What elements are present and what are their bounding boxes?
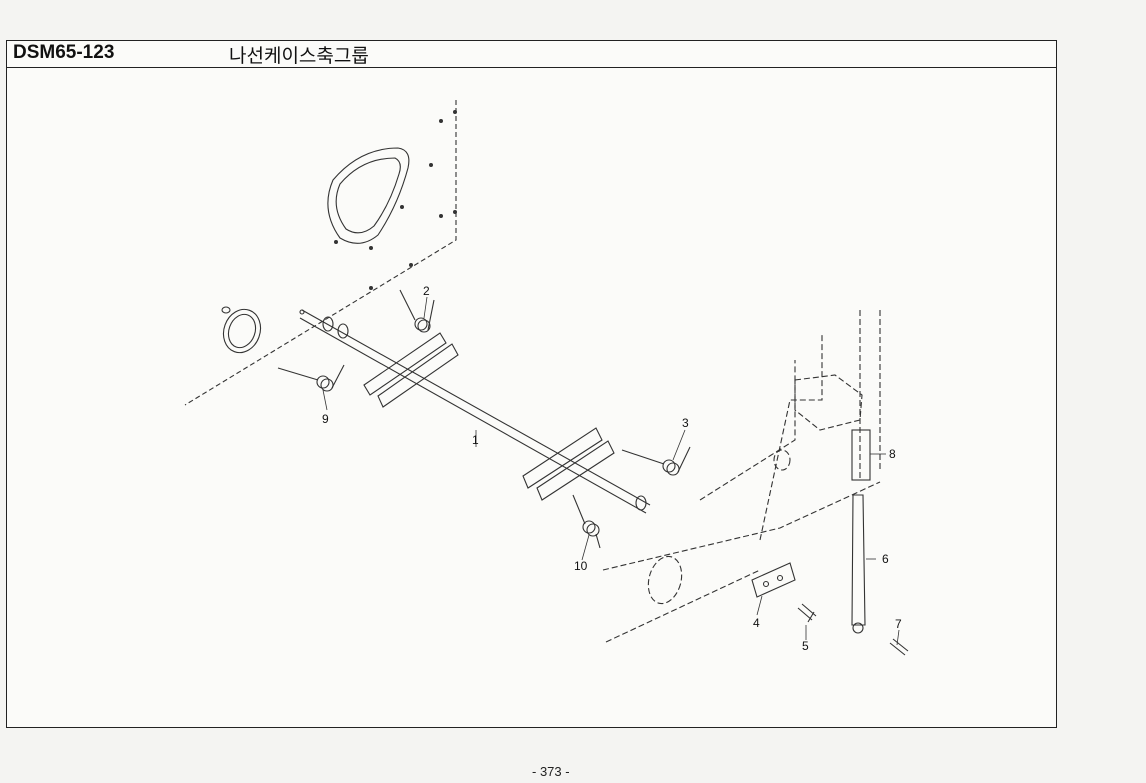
page-title: 나선케이스축그룹 bbox=[229, 45, 369, 67]
bracket-plate-4 bbox=[751, 562, 796, 598]
callout-8: 8 bbox=[889, 447, 896, 461]
callout-7: 7 bbox=[895, 617, 902, 631]
frame-housing bbox=[602, 310, 881, 643]
callout-2: 2 bbox=[423, 284, 430, 298]
bolt-5 bbox=[797, 603, 817, 623]
callout-6: 6 bbox=[882, 552, 889, 566]
main-shaft bbox=[299, 309, 651, 514]
callout-1: 1 bbox=[472, 433, 479, 447]
diagram-frame: DSM65-123 나선케이스축그룹 bbox=[6, 40, 1057, 728]
callout-10: 10 bbox=[574, 559, 588, 573]
link-arm-6 bbox=[851, 494, 866, 634]
header-bar: DSM65-123 나선케이스축그룹 bbox=[7, 41, 1056, 68]
torsion-spring-3 bbox=[621, 446, 691, 476]
v-belt bbox=[327, 147, 410, 244]
callout-9: 9 bbox=[322, 412, 329, 426]
callout-5: 5 bbox=[802, 639, 809, 653]
callout-labels: 1 2 3 4 5 6 7 8 9 10 bbox=[322, 284, 902, 653]
leader-lines bbox=[322, 296, 900, 646]
bolt-7 bbox=[889, 638, 909, 656]
torsion-spring-2 bbox=[399, 289, 435, 333]
back-plate-holes bbox=[334, 110, 457, 290]
flange-plate-lower bbox=[522, 427, 615, 501]
callout-3: 3 bbox=[682, 416, 689, 430]
back-plate bbox=[184, 100, 457, 406]
callout-4: 4 bbox=[753, 616, 760, 630]
flange-plate-upper bbox=[363, 332, 459, 408]
seal-ring bbox=[221, 306, 262, 354]
model-code: DSM65-123 bbox=[13, 42, 115, 63]
pad-8 bbox=[851, 429, 871, 481]
page-number: - 373 - bbox=[532, 764, 570, 779]
torsion-spring-10 bbox=[572, 494, 601, 549]
torsion-spring-9 bbox=[277, 364, 345, 392]
